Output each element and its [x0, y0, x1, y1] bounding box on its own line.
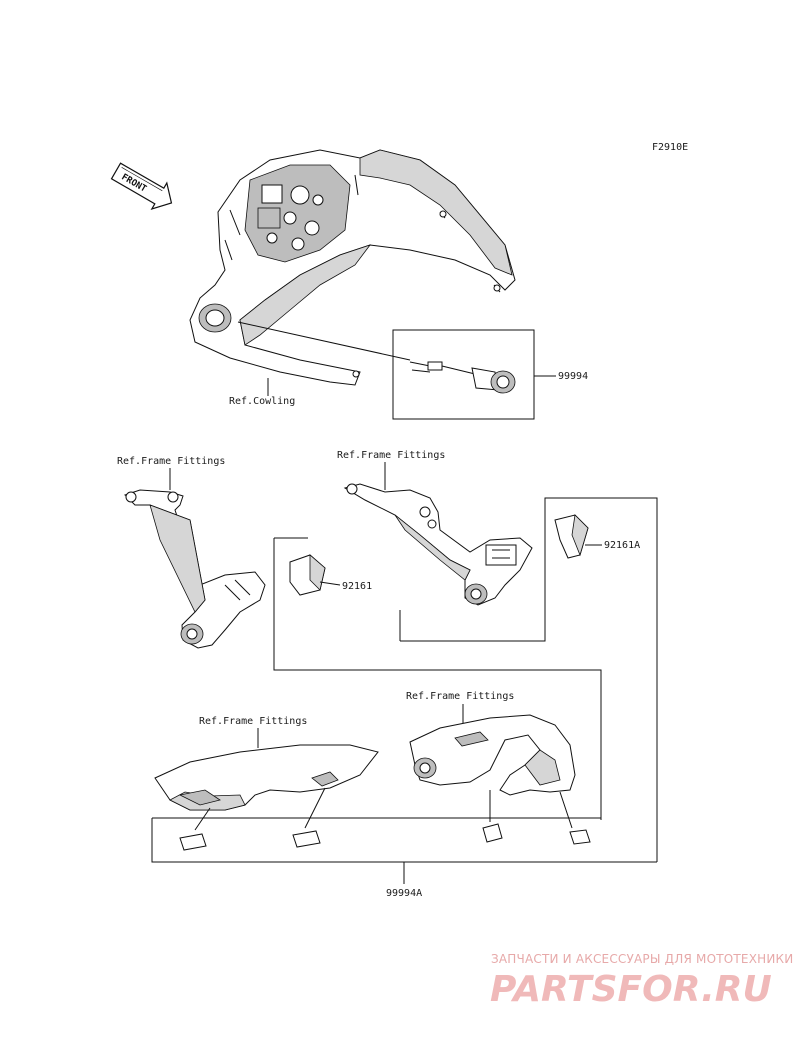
- protector-pad-1: [179, 833, 207, 851]
- diagram-code: F2910E: [652, 142, 688, 153]
- protector-pad-3: [482, 823, 503, 843]
- protector-pad-4: [569, 829, 591, 845]
- right-heel-guard: [409, 714, 576, 796]
- footpeg-cap-right: [554, 514, 589, 559]
- watermark-brand: PARTSFOR.RU: [490, 969, 772, 1010]
- cap-right-group-line: [400, 497, 658, 862]
- watermark-tagline: ЗАПЧАСТИ И АКСЕССУАРЫ ДЛЯ МОТОТЕХНИКИ: [491, 952, 793, 966]
- leader-cap-left: [319, 581, 341, 586]
- right-footrest-bracket: [343, 483, 533, 606]
- left-heel-guard: [154, 744, 379, 811]
- accessory-socket: [409, 361, 516, 394]
- protector-kit-box: [151, 817, 657, 863]
- front-arrow-icon: FRONT: [110, 162, 173, 211]
- ref-cowling-label: Ref.Cowling: [229, 396, 295, 407]
- cap-left-group-line: [273, 538, 602, 820]
- inner-cowling: [189, 149, 516, 386]
- leader-cowling-socket: [237, 321, 411, 361]
- protector-kit-part-number: 99994A: [386, 888, 422, 899]
- protector-pad-2: [292, 830, 321, 848]
- socket-kit-part-number: 99994: [558, 371, 588, 382]
- ref-frame-fittings-label-4: Ref.Frame Fittings: [406, 691, 514, 702]
- ref-frame-fittings-label-1: Ref.Frame Fittings: [117, 456, 225, 467]
- ref-frame-fittings-label-2: Ref.Frame Fittings: [337, 450, 445, 461]
- cap-right-part-number: 92161A: [604, 540, 640, 551]
- leader-pads: [194, 787, 573, 831]
- ref-frame-fittings-label-3: Ref.Frame Fittings: [199, 716, 307, 727]
- left-footrest-bracket: [124, 489, 266, 649]
- footpeg-cap-left: [289, 554, 326, 596]
- cap-left-part-number: 92161: [342, 581, 372, 592]
- socket-kit-box: [392, 329, 535, 420]
